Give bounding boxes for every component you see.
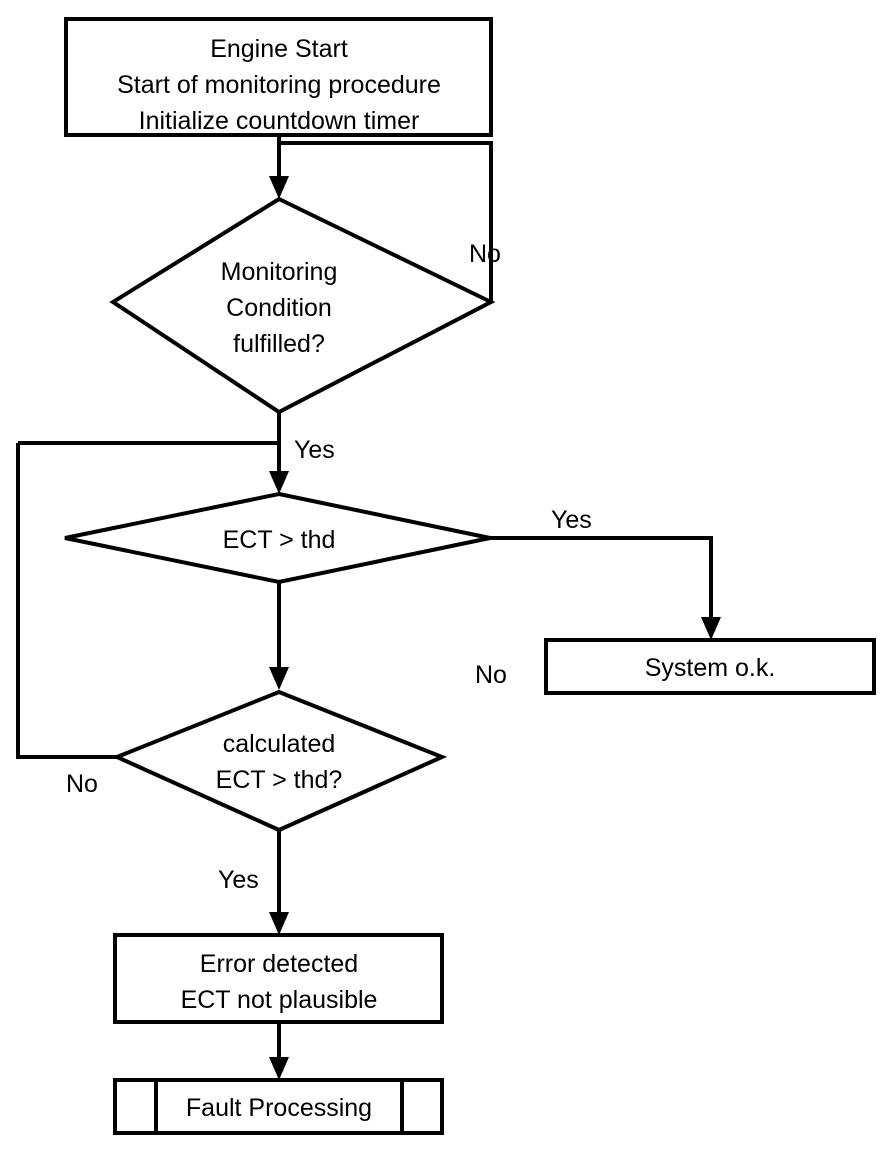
edge-label-monitoring-no: No [469,240,501,268]
node-system-ok[interactable]: System o.k. [544,638,876,695]
edge-label-ect-no: No [475,661,507,689]
edge-label-calculated-yes: Yes [218,866,259,894]
calculated-ect-gt-thd-diamond[interactable] [111,689,448,833]
node-engine-start[interactable]: Engine Start Start of monitoring procedu… [64,17,493,137]
arrow-head-icon [269,176,289,199]
node-error-detected[interactable]: Error detected ECT not plausible [113,933,444,1024]
edge-label-calculated-no: No [66,770,98,798]
error-detected-line-1: Error detected [200,950,358,978]
engine-start-box[interactable] [64,17,493,137]
arrow-head-icon [269,912,289,935]
ect-gt-thd-label: ECT > thd [223,526,336,554]
monitoring-condition-line-1: Monitoring [221,258,338,286]
engine-start-line-3: Initialize countdown timer [139,107,420,135]
engine-start-line-1: Engine Start [210,35,348,63]
edge-ect-yes-to-system-ok [490,536,721,640]
monitoring-condition-line-3: fulfilled? [233,330,325,358]
fault-processing-box[interactable] [113,1078,444,1135]
arrow-head-icon [269,1057,289,1080]
system-ok-label: System o.k. [645,654,776,682]
monitoring-condition-line-2: Condition [226,294,332,322]
monitoring-condition-diamond[interactable] [109,196,496,415]
edge-calculated-yes [269,830,289,935]
node-calculated-ect-gt-thd[interactable]: calculated ECT > thd? [111,689,448,833]
edge-monitoring-no-loop [279,141,493,302]
calculated-ect-line-2: ECT > thd? [216,766,343,794]
edge-monitoring-yes [269,412,289,494]
arrow-head-icon [269,471,289,494]
edge-ect-no-down [269,582,289,690]
node-ect-gt-thd[interactable]: ECT > thd [64,491,491,585]
arrow-head-icon [701,617,721,640]
engine-start-line-2: Start of monitoring procedure [117,71,441,99]
node-monitoring-condition[interactable]: Monitoring Condition fulfilled? [109,196,496,415]
edge-error-to-fault [269,1022,289,1080]
calculated-ect-line-1: calculated [223,730,336,758]
edge-label-ect-yes: Yes [551,506,592,534]
error-detected-line-2: ECT not plausible [181,986,378,1014]
ect-gt-thd-diamond[interactable] [64,491,491,585]
edge-label-monitoring-yes: Yes [294,436,335,464]
edge-calculated-no-loop [16,443,117,759]
error-detected-box[interactable] [113,933,444,1024]
system-ok-box[interactable] [544,638,876,695]
arrow-head-icon [269,667,289,690]
node-fault-processing[interactable]: Fault Processing [113,1078,444,1135]
fault-processing-label: Fault Processing [186,1094,372,1122]
